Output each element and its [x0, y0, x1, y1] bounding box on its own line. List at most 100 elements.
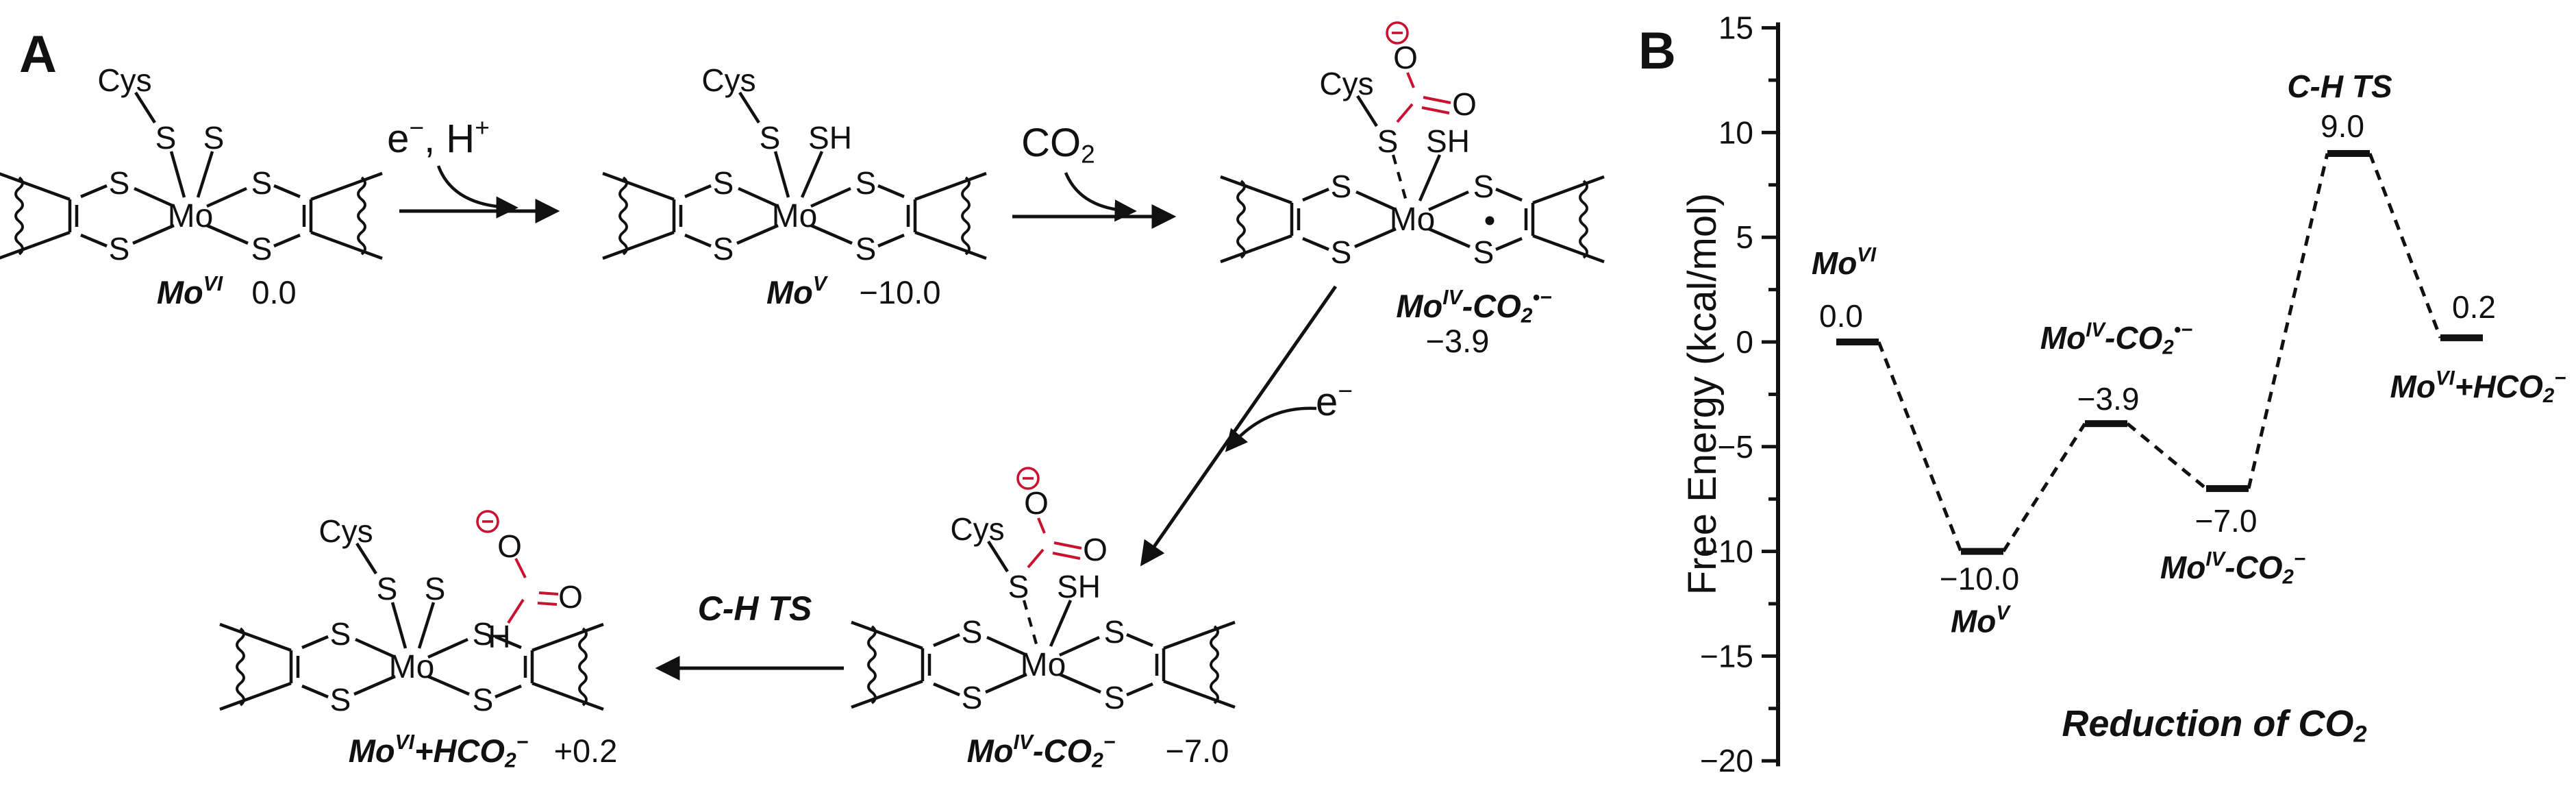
bond — [1532, 234, 1605, 264]
bond — [355, 542, 377, 575]
atom-label-s: S — [1104, 614, 1125, 650]
atom-label-o-red: O — [1024, 485, 1049, 521]
wavy-truncation — [578, 627, 588, 707]
connector-dashed — [2001, 422, 2087, 552]
atom-label-s: S — [251, 165, 273, 201]
bond — [877, 233, 905, 248]
wavy-truncation — [961, 176, 971, 256]
atom-label-s: S — [425, 571, 446, 606]
bond — [800, 151, 824, 198]
energy-level-ch-ts — [2327, 149, 2370, 157]
bond — [987, 540, 1009, 573]
energy-label-mo-vi: 0.0 — [251, 274, 296, 310]
charge-circle — [476, 510, 499, 533]
co-double-bond — [1053, 541, 1082, 550]
bond — [602, 171, 675, 201]
bond — [273, 233, 301, 248]
wavy-truncation — [236, 627, 245, 707]
connector-dashed — [2368, 153, 2442, 339]
state-label-moiv-co2rad: MoIV-CO2•− — [2040, 319, 2192, 359]
atom-label-mo: Mo — [772, 198, 818, 234]
energy-level-moiv-co2rad — [2085, 420, 2127, 428]
atom-label-o-red: O — [558, 579, 583, 615]
atom-label-o-red: O — [497, 528, 522, 564]
atom-label-s-thiolate: S — [760, 120, 781, 156]
bond — [507, 598, 525, 624]
species-label-mo-v: MoV — [766, 273, 829, 310]
residue-label-cys: Cys — [950, 511, 1004, 547]
atom-label-s: S — [1473, 234, 1495, 270]
bond — [851, 679, 923, 709]
connector-dashed — [2247, 153, 2329, 489]
species-label-mo-vi: MoVI — [157, 273, 223, 310]
bond — [301, 635, 329, 650]
bond — [1302, 187, 1329, 202]
energy-label-mo-vi-formate: +0.2 — [554, 733, 618, 769]
cys-s-mo-bond — [169, 151, 186, 198]
bond — [1356, 95, 1378, 127]
bond — [933, 682, 960, 697]
atom-label-s: S — [962, 614, 983, 650]
bond — [310, 230, 383, 260]
bond — [427, 637, 468, 659]
atom-label-s: S — [330, 682, 351, 718]
atom-label-mo: Mo — [1390, 201, 1436, 238]
bond — [1495, 187, 1523, 202]
energy-level-movi — [1836, 339, 1879, 345]
atom-label-s: S — [109, 231, 130, 267]
atom-label-s: S — [962, 680, 983, 715]
bond — [1049, 600, 1073, 647]
bond — [310, 171, 383, 201]
atom-label-s: S — [1104, 680, 1125, 715]
atom-label-s-thiolate: S — [377, 571, 398, 606]
bond — [914, 171, 987, 201]
bond — [0, 230, 71, 260]
bond — [353, 674, 396, 696]
wavy-truncation — [357, 176, 366, 256]
bond — [1037, 517, 1046, 534]
bond — [80, 184, 108, 199]
y-tick-label: −5 — [1718, 429, 1753, 465]
bond — [736, 223, 779, 245]
panel-b-letter: B — [1638, 22, 1676, 80]
bond — [986, 635, 1027, 657]
bond — [219, 622, 292, 652]
species-label-mo-iv-co2: MoIV-CO2− — [967, 731, 1116, 772]
species-label-mo-iv-co2-radical: MoIV-CO2•− — [1396, 286, 1551, 327]
atom-label-s-thiolate: S — [155, 120, 177, 156]
bond — [684, 184, 712, 199]
y-tick-label: 10 — [1718, 114, 1753, 150]
bond — [196, 151, 214, 198]
bond — [684, 233, 712, 248]
co-double-bond — [537, 602, 558, 606]
bond — [1220, 234, 1292, 264]
addition-arrow-e — [1225, 406, 1317, 452]
bond — [1355, 190, 1397, 212]
atom-label-sh: SH — [1057, 569, 1101, 604]
atom-label-s: S — [713, 165, 734, 201]
bond — [134, 91, 156, 124]
bond — [1354, 227, 1397, 249]
atom-label-s: S — [109, 165, 130, 201]
bond — [738, 91, 760, 124]
bond — [355, 637, 396, 659]
bond — [1495, 236, 1523, 252]
co-double-bond — [1052, 552, 1081, 560]
bond — [417, 602, 436, 649]
bond — [80, 233, 108, 248]
atom-label-s: S — [1331, 234, 1352, 270]
y-tick-label: 0 — [1736, 324, 1753, 360]
atom-label-sh: SH — [1426, 123, 1470, 159]
panel-a-letter: A — [19, 25, 57, 84]
wavy-truncation — [618, 176, 628, 256]
species-label-mo-vi-formate: MoVI+HCO2− — [349, 731, 529, 772]
bond — [810, 186, 851, 208]
residue-label-cys: Cys — [701, 62, 755, 98]
